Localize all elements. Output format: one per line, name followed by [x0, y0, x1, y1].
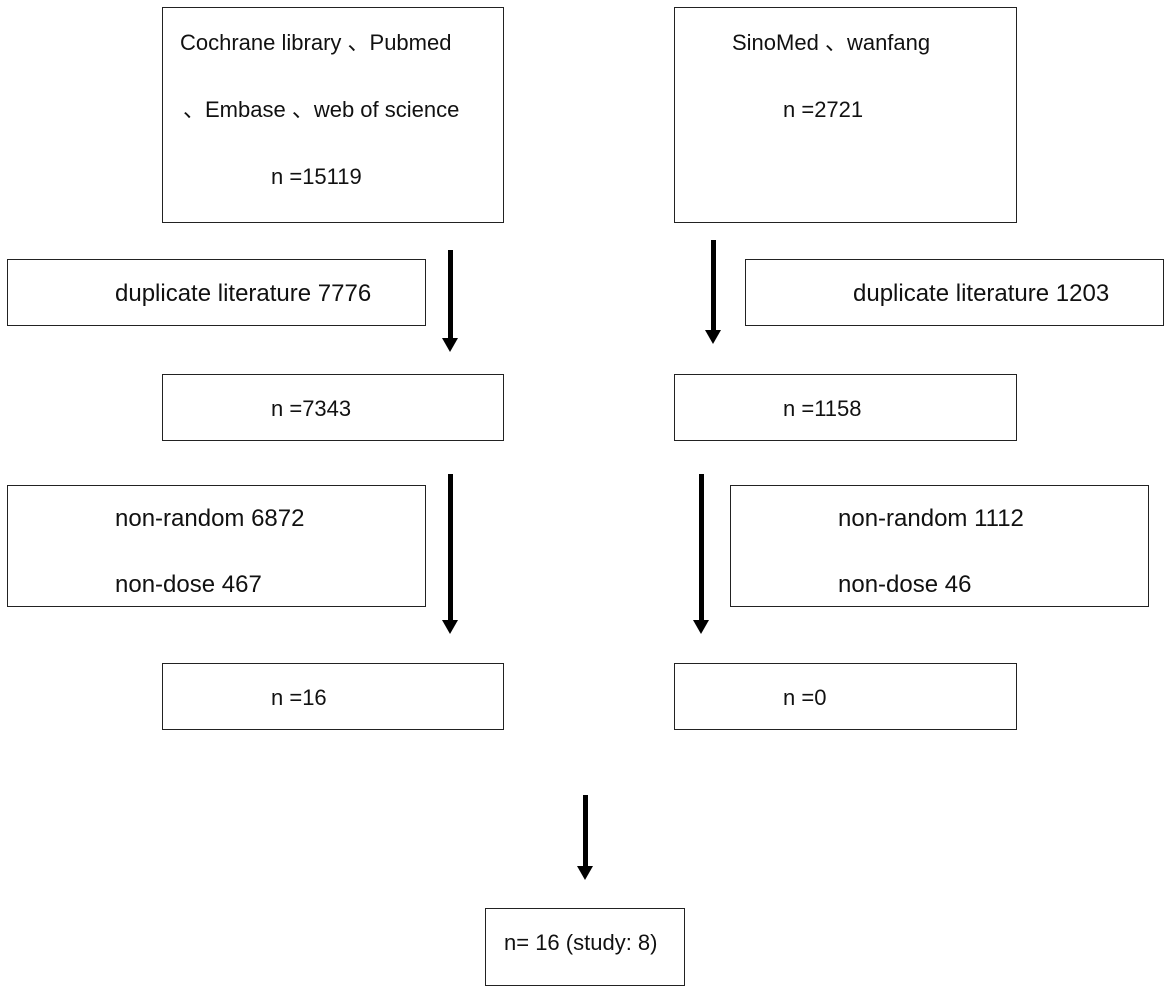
right-included-count: n =0 — [783, 685, 827, 710]
right-duplicate-box — [745, 259, 1164, 326]
left-source-databases-line1: Cochrane library 、Pubmed — [180, 30, 452, 55]
left-exclusion-non-dose: non-dose 467 — [115, 571, 262, 598]
right-exclusion-box — [730, 485, 1149, 607]
right-after-duplicates-count: n =1158 — [783, 396, 862, 421]
left-exclusion-non-random: non-random 6872 — [115, 505, 305, 532]
right-source-box — [674, 7, 1017, 223]
right-included-box — [674, 663, 1017, 730]
right-duplicate-label: duplicate literature 1203 — [853, 280, 1110, 307]
left-included-count: n =16 — [271, 685, 327, 710]
right-exclusion-non-dose: non-dose 46 — [838, 571, 972, 598]
left-duplicate-label: duplicate literature 7776 — [115, 280, 372, 307]
right-exclusion-non-random: non-random 1112 — [838, 505, 1024, 532]
left-source-count: n =15119 — [271, 164, 362, 189]
final-result-label: n= 16 (study: 8) — [504, 930, 658, 955]
right-source-databases: SinoMed 、wanfang — [732, 30, 931, 55]
left-included-box — [162, 663, 504, 730]
final-result-box — [485, 908, 685, 986]
left-duplicate-box — [7, 259, 426, 326]
right-after-duplicates-box — [674, 374, 1017, 441]
left-after-duplicates-box — [162, 374, 504, 441]
left-source-box — [162, 7, 504, 223]
left-after-duplicates-count: n =7343 — [271, 396, 352, 421]
left-source-databases-line2: 、Embase 、web of science — [183, 97, 460, 122]
right-source-count: n =2721 — [783, 97, 864, 122]
left-exclusion-box — [7, 485, 426, 607]
